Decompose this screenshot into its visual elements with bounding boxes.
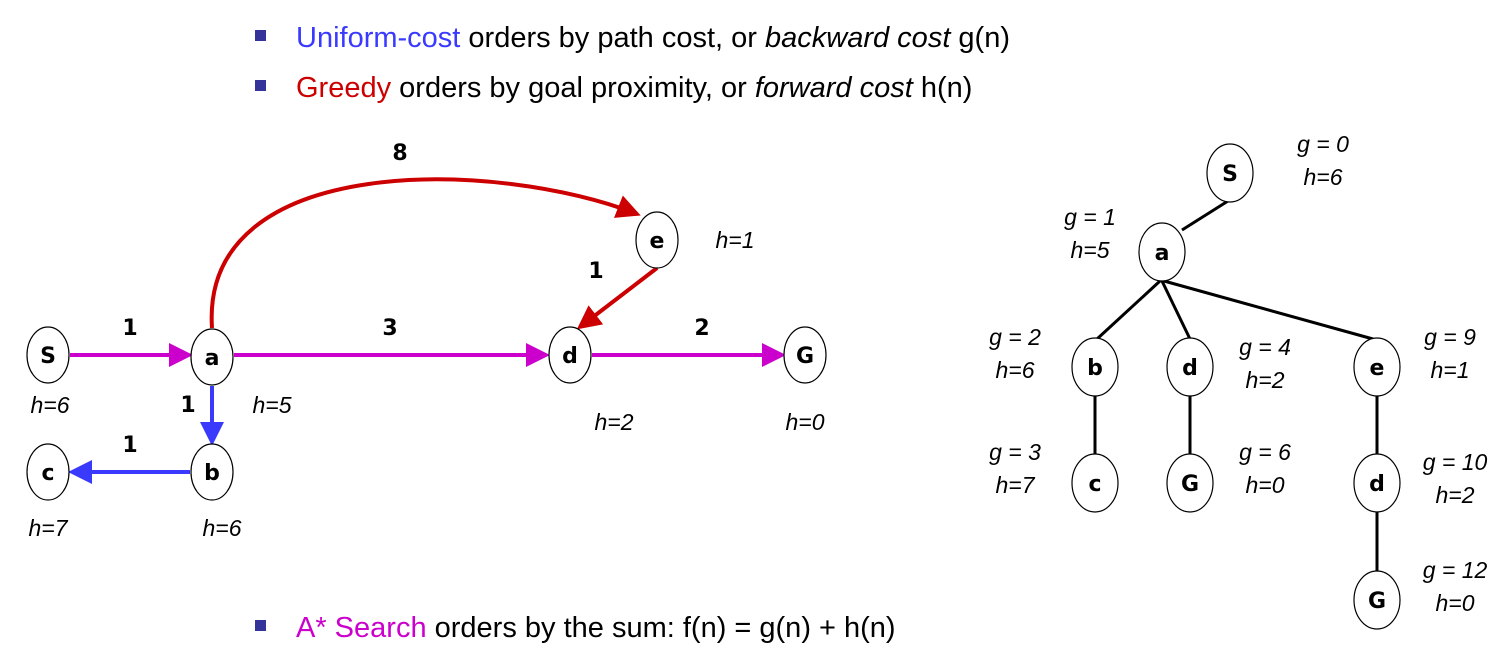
tree-node-label: b: [1087, 356, 1103, 381]
node-label-e: e: [650, 229, 665, 254]
node-c: [26, 443, 70, 501]
bullet-square-icon: [255, 79, 266, 91]
node-label-d: d: [562, 344, 578, 369]
bullet-greedy: Greedy orders by goal proximity, or forw…: [255, 72, 972, 105]
tree-h-value: h=6: [1303, 164, 1342, 190]
heuristic-a: h=5: [252, 392, 291, 418]
tree-node-t3: [1166, 337, 1214, 397]
node-label-G: G: [796, 344, 814, 369]
node-label-b: b: [204, 461, 220, 486]
tree-node-t8: [1353, 570, 1401, 630]
tree-node-t1: [1138, 222, 1186, 282]
tree-node-t7: [1353, 453, 1401, 513]
tree-g-value: g = 6: [1239, 439, 1291, 465]
node-label-S: S: [40, 344, 56, 369]
edge-cost-S-a: 1: [122, 316, 137, 341]
tree-g-value: g = 1: [1064, 204, 1116, 230]
bullet-square-icon: [255, 619, 266, 631]
tree-g-value: g = 10: [1423, 449, 1488, 475]
node-label-a: a: [205, 346, 220, 371]
tree-node-label: G: [1181, 472, 1199, 497]
node-e: [635, 211, 679, 269]
edge-cost-a-e: 8: [392, 141, 407, 166]
tree-h-value: h=0: [1245, 472, 1284, 498]
edge-cost-a-b: 1: [180, 393, 195, 418]
bullet-astar: A* Search orders by the sum: f(n) = g(n)…: [255, 612, 896, 645]
edge-cost-a-d: 3: [382, 316, 397, 341]
edge-cost-d-G: 2: [694, 316, 709, 341]
tree-node-label: c: [1088, 472, 1101, 497]
node-S: [26, 326, 70, 384]
heuristic-e: h=1: [715, 227, 754, 253]
node-a: [190, 328, 234, 386]
tree-node-label: d: [1182, 356, 1198, 381]
tree-edge: [1181, 199, 1229, 232]
tree-node-t0: [1206, 143, 1254, 203]
tree-h-value: h=5: [1070, 237, 1109, 263]
bullet-uniform-cost: Uniform-cost orders by path cost, or bac…: [255, 22, 1010, 55]
tree-edge: [1163, 279, 1374, 341]
tree-g-value: g = 9: [1424, 324, 1476, 350]
tree-node-t2: [1071, 337, 1119, 397]
tree-node-label: G: [1368, 589, 1386, 614]
tree-h-value: h=2: [1435, 482, 1474, 508]
bullet-square-icon: [255, 29, 266, 41]
tree-h-value: h=6: [995, 357, 1034, 383]
heuristic-G: h=0: [785, 409, 824, 435]
edge-a-e: [209, 177, 641, 329]
tree-node-t6: [1166, 453, 1214, 513]
tree-edge: [1160, 280, 1192, 340]
tree-g-value: g = 12: [1423, 557, 1488, 583]
heuristic-S: h=6: [30, 392, 69, 418]
edge-cost-b-c: 1: [122, 433, 137, 458]
tree-g-value: g = 3: [989, 439, 1041, 465]
tree-node-label: d: [1369, 472, 1385, 497]
heuristic-d: h=2: [594, 409, 633, 435]
tree-h-value: h=1: [1430, 357, 1469, 383]
tree-h-value: h=0: [1435, 590, 1474, 616]
tree-h-value: h=7: [995, 472, 1035, 498]
node-G: [783, 326, 827, 384]
heuristic-b: h=6: [202, 515, 241, 541]
edge-cost-e-d: 1: [588, 259, 603, 284]
node-d: [548, 326, 592, 384]
edge-e-d: [576, 266, 659, 330]
tree-g-value: g = 4: [1239, 334, 1291, 360]
tree-g-value: g = 0: [1297, 131, 1349, 157]
tree-node-label: e: [1370, 356, 1385, 381]
node-b: [190, 443, 234, 501]
node-label-c: c: [41, 461, 54, 486]
tree-node-t5: [1071, 453, 1119, 513]
tree-node-label: S: [1222, 162, 1238, 187]
tree-g-value: g = 2: [989, 324, 1041, 350]
tree-node-t4: [1353, 337, 1401, 397]
tree-edge: [1095, 279, 1162, 341]
heuristic-c: h=7: [28, 515, 68, 541]
tree-h-value: h=2: [1245, 367, 1284, 393]
tree-node-label: a: [1155, 241, 1170, 266]
